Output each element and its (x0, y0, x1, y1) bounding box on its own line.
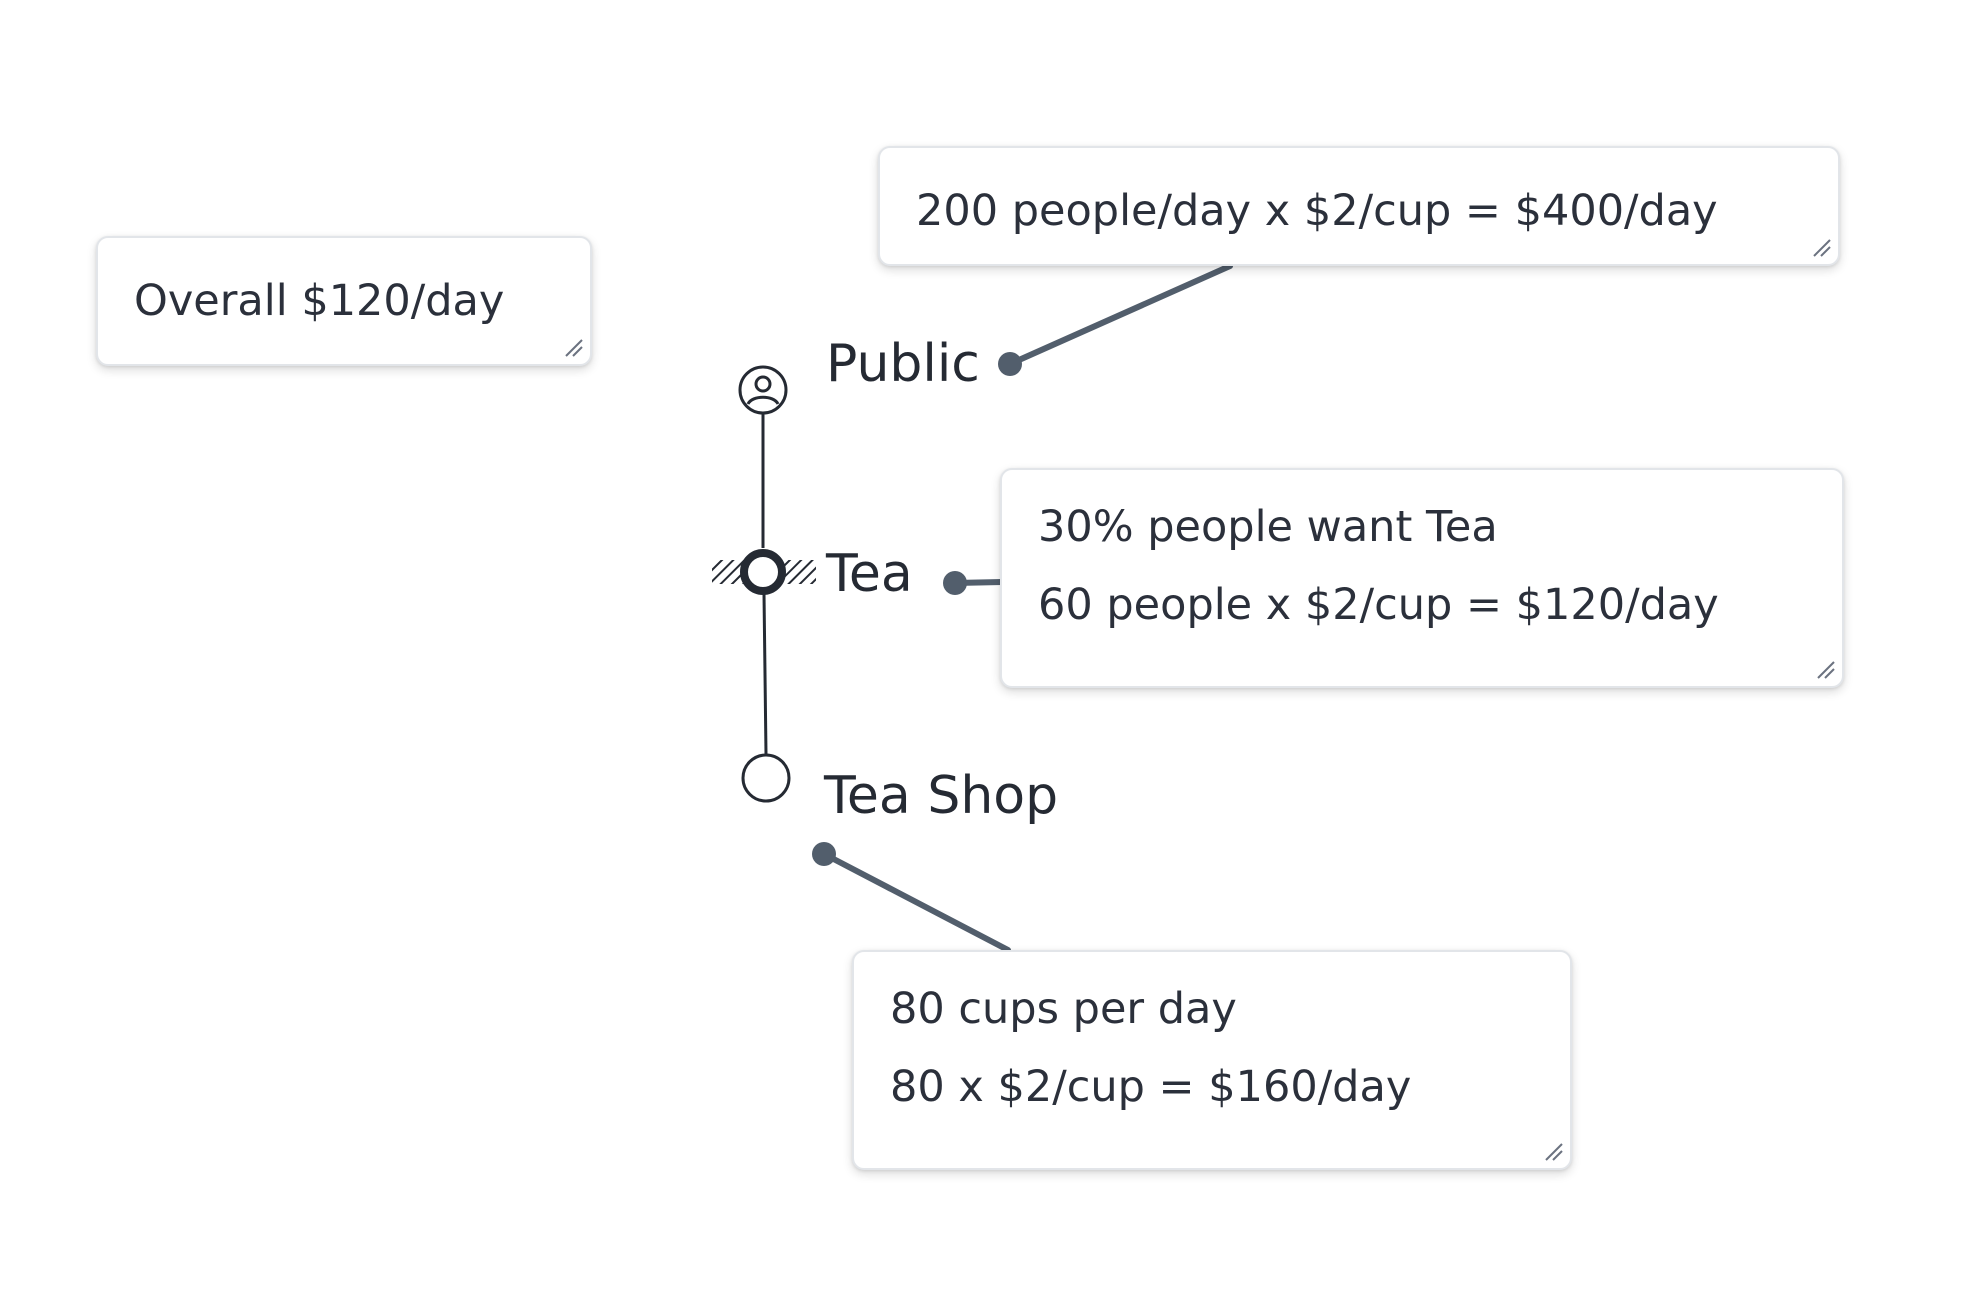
node-label-tea[interactable]: Tea (826, 544, 913, 604)
node-label-public[interactable]: Public (826, 334, 980, 394)
connector-teashop-note (821, 851, 1011, 953)
node-label-tea-shop[interactable]: Tea Shop (824, 766, 1059, 826)
tree-edge-tea-teashop (762, 593, 768, 755)
resize-grip-icon[interactable] (1542, 1140, 1564, 1162)
resize-grip-icon[interactable] (1814, 658, 1836, 680)
resize-grip-icon[interactable] (562, 336, 584, 358)
note-tea-line2: 60 people x $2/cup = $120/day (1038, 580, 1719, 630)
note-tea-line1: 30% people want Tea (1038, 502, 1498, 552)
note-tea-shop[interactable]: 80 cups per day 80 x $2/cup = $160/day (852, 950, 1572, 1170)
resize-grip-icon[interactable] (1810, 236, 1832, 258)
note-overall[interactable]: Overall $120/day (96, 236, 592, 366)
person-circle-icon[interactable] (737, 364, 789, 416)
note-tea-shop-line2: 80 x $2/cup = $160/day (890, 1062, 1412, 1112)
selected-node-icon[interactable] (710, 548, 820, 596)
connector-public-note (1007, 263, 1233, 367)
connector-dot-teashop[interactable] (812, 842, 836, 866)
note-tea[interactable]: 30% people want Tea 60 people x $2/cup =… (1000, 468, 1844, 688)
note-tea-shop-line1: 80 cups per day (890, 984, 1237, 1034)
note-overall-text: Overall $120/day (134, 276, 505, 326)
connector-dot-public[interactable] (998, 352, 1022, 376)
note-public-text: 200 people/day x $2/cup = $400/day (916, 186, 1718, 236)
connector-dot-tea[interactable] (943, 571, 967, 595)
note-public[interactable]: 200 people/day x $2/cup = $400/day (878, 146, 1840, 266)
empty-node-icon[interactable] (740, 752, 792, 804)
